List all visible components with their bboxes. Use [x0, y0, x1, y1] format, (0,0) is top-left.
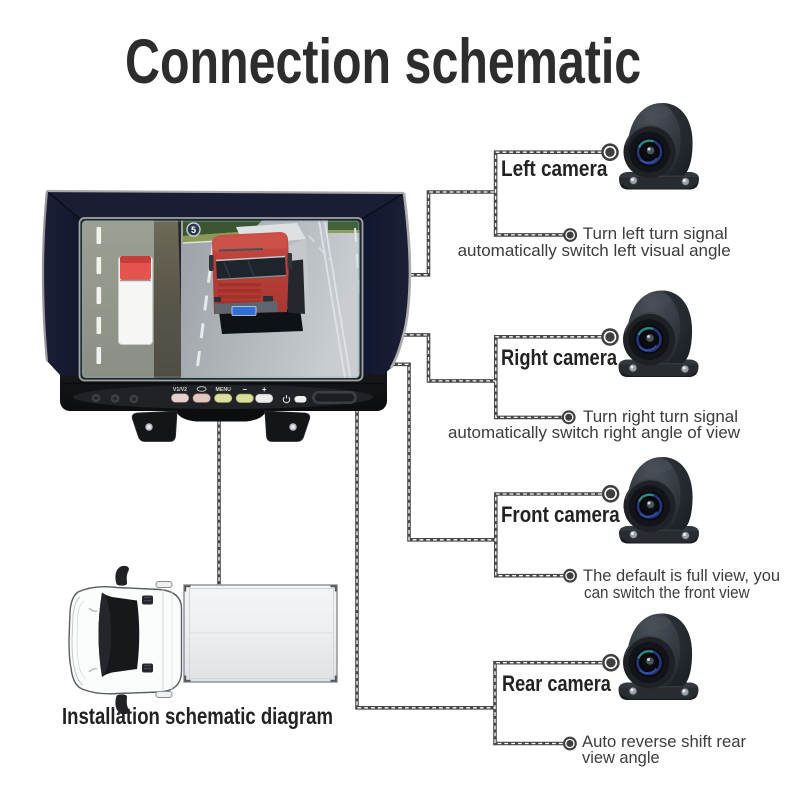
svg-text:5: 5: [191, 225, 196, 235]
svg-text:+: +: [262, 385, 267, 394]
svg-text:V1/V2: V1/V2: [173, 387, 187, 393]
svg-text:−: −: [242, 385, 247, 394]
svg-text:MENU: MENU: [216, 387, 232, 393]
